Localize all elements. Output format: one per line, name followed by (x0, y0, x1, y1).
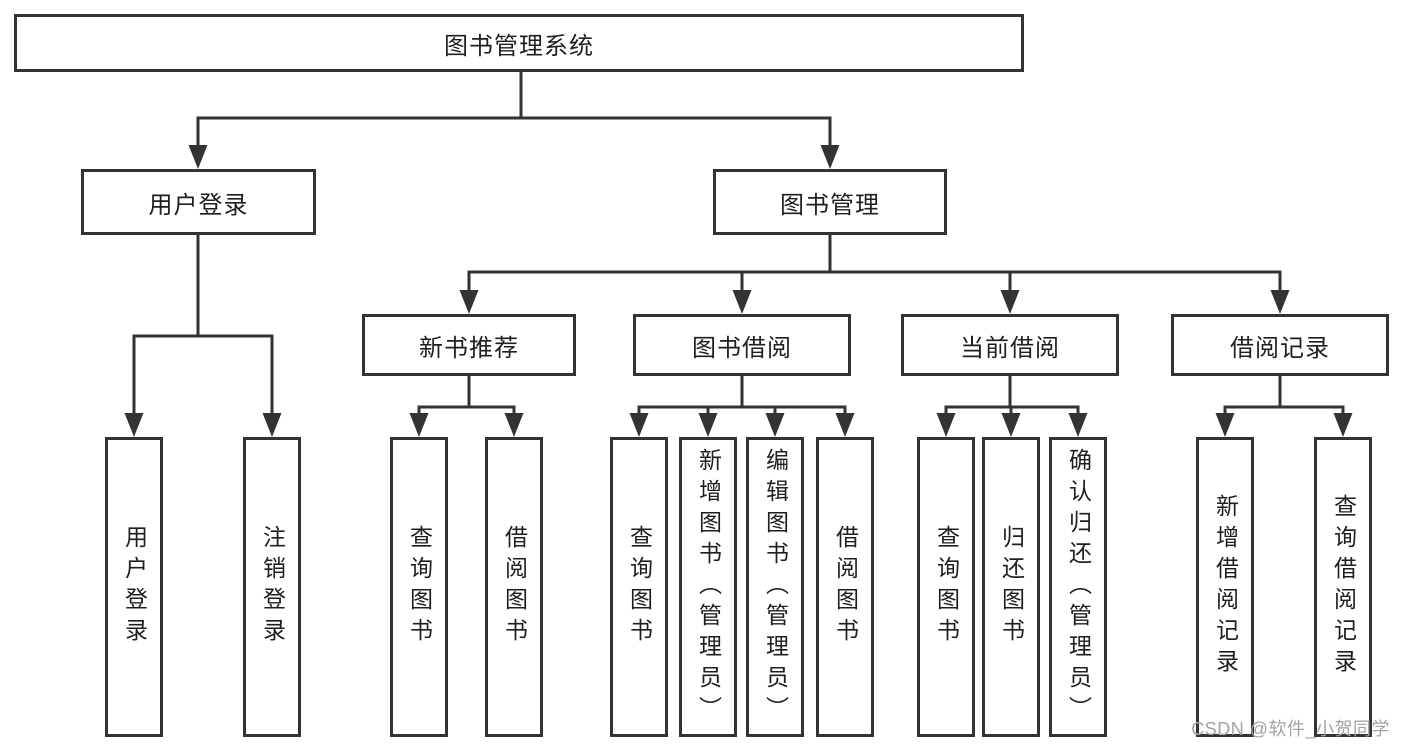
leaf-edit-books-admin: 编辑图书（管理员） (746, 437, 804, 737)
leaf-query-books-recommend: 查询图书 (390, 437, 448, 737)
leaf-label: 借阅图书 (501, 525, 528, 649)
csdn-watermark: CSDN @软件_小贺同学 (1191, 719, 1390, 739)
leaf-label: 注销登录 (259, 525, 286, 649)
leaf-label: 用户登录 (121, 525, 148, 649)
leaf-label: 查询图书 (406, 525, 433, 649)
node-new-book-recommendation: 新书推荐 (362, 314, 576, 376)
leaf-label: 查询借阅记录 (1330, 494, 1357, 680)
leaf-label: 新增借阅记录 (1212, 494, 1239, 680)
leaf-add-books-admin: 新增图书（管理员） (679, 437, 737, 737)
leaf-label: 新增图书（管理员） (695, 447, 722, 727)
leaf-confirm-return-admin: 确认归还（管理员） (1049, 437, 1107, 737)
leaf-add-borrow-record: 新增借阅记录 (1196, 437, 1254, 737)
node-current-borrowing: 当前借阅 (901, 314, 1119, 376)
leaf-borrow-books: 借阅图书 (816, 437, 874, 737)
leaf-label: 确认归还（管理员） (1065, 447, 1092, 727)
leaf-label: 借阅图书 (832, 525, 859, 649)
leaf-query-books-borrow: 查询图书 (610, 437, 668, 737)
leaf-return-books: 归还图书 (982, 437, 1040, 737)
node-borrowing-records: 借阅记录 (1171, 314, 1389, 376)
leaf-label: 归还图书 (998, 525, 1025, 649)
node-book-borrowing: 图书借阅 (633, 314, 851, 376)
leaf-query-books-current: 查询图书 (917, 437, 975, 737)
leaf-query-borrow-record: 查询借阅记录 (1314, 437, 1372, 737)
node-library-management-system: 图书管理系统 (14, 14, 1024, 72)
leaf-label: 编辑图书（管理员） (762, 447, 789, 727)
leaf-borrow-books-recommend: 借阅图书 (485, 437, 543, 737)
leaf-label: 查询图书 (933, 525, 960, 649)
leaf-logout: 注销登录 (243, 437, 301, 737)
node-book-management: 图书管理 (713, 169, 947, 235)
node-user-login-branch: 用户登录 (81, 169, 316, 235)
leaf-user-login: 用户登录 (105, 437, 163, 737)
leaf-label: 查询图书 (626, 525, 653, 649)
